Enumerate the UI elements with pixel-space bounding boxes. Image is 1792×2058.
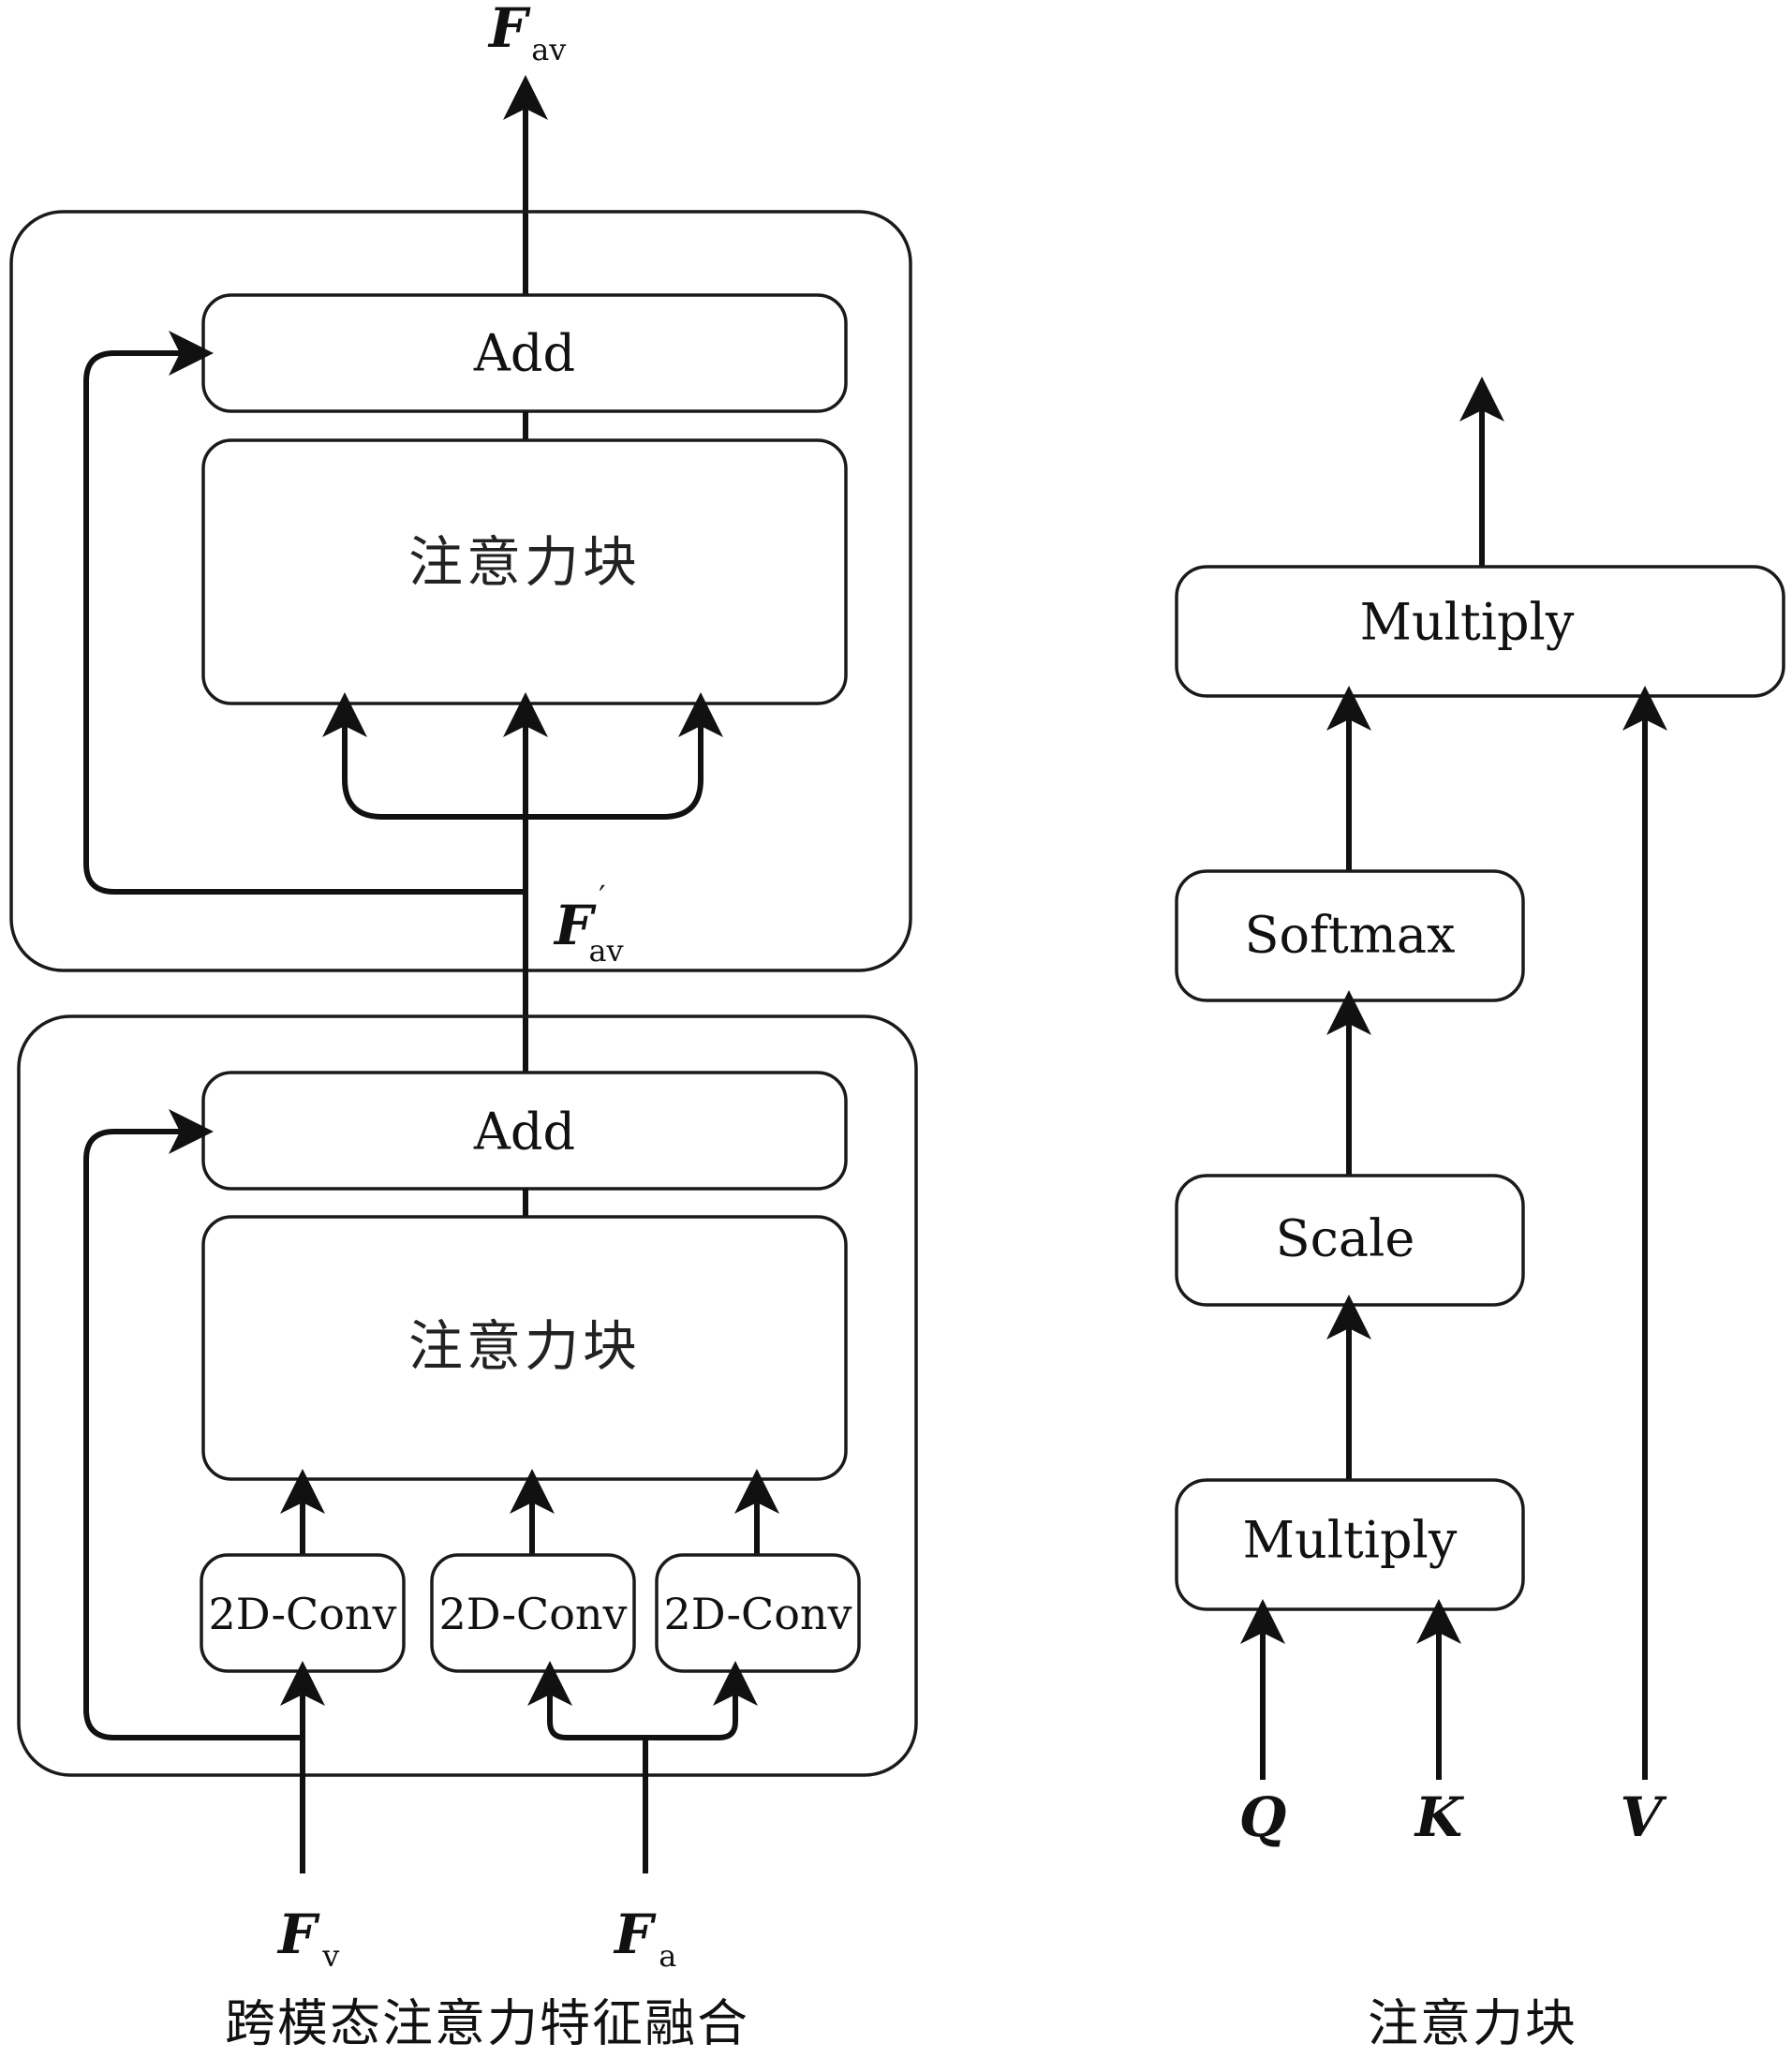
top-multiply-label: Multiply [1360,593,1575,652]
top-attention-input-right-arrow [526,692,723,820]
v-label: V [1620,1785,1666,1849]
attention-block-diagram: Multiply Softmax Scale Multiply Q K V 注意… [1175,377,1785,2053]
softmax-label: Softmax [1244,906,1455,965]
bottom-attention-label: 注意力块 [408,1314,641,1378]
fa-to-conv-3-arrow [645,1661,758,1740]
bottom-residual-arrow [83,1109,303,1740]
top-multiply-box [1175,565,1785,698]
intermediate-label-fav-prime: F′av [553,879,624,969]
right-caption: 注意力块 [1368,1994,1577,2053]
top-residual-arrow [83,331,526,895]
bottom-add-label: Add [473,1103,575,1162]
q-label: Q [1239,1785,1287,1849]
top-fusion-block-frame [9,210,912,972]
fa-to-conv-2-arrow [527,1661,645,1740]
k-label: K [1414,1785,1465,1849]
top-add-label: Add [473,324,575,383]
top-attention-input-left-arrow [322,692,526,820]
bottom-multiply-box [1175,1478,1525,1611]
conv-box-3 [655,1553,861,1673]
top-attention-label: 注意力块 [408,530,641,594]
conv-label-2: 2D-Conv [438,1589,627,1639]
bottom-fusion-block-frame [17,1014,918,1777]
left-caption: 跨模态注意力特征融合 [225,1994,749,2053]
conv-label-3: 2D-Conv [663,1589,852,1639]
bottom-multiply-label: Multiply [1243,1511,1458,1570]
scale-label: Scale [1276,1209,1415,1268]
conv-label-1: 2D-Conv [208,1589,396,1639]
